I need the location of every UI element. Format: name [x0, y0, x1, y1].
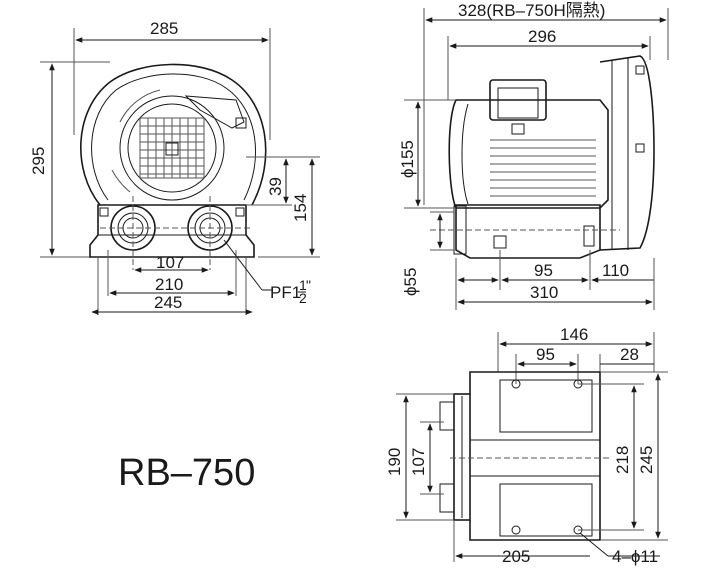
front-view: 285 295	[29, 19, 320, 315]
port-fraction-den: 2	[299, 290, 307, 306]
dim-d55: ϕ55	[401, 268, 420, 296]
dim-d155: ϕ155	[398, 140, 417, 178]
dim-95-base: 95	[536, 345, 555, 364]
dim-328: 328(RB–750H隔熱)	[458, 1, 605, 20]
dim-295: 295	[29, 147, 48, 175]
fan-grille	[139, 117, 205, 179]
dim-95-side: 95	[534, 261, 553, 280]
hole-callout: 4–ϕ11	[612, 547, 658, 566]
dim-190: 190	[385, 448, 404, 476]
dim-154: 154	[291, 194, 310, 222]
dim-245: 245	[154, 293, 182, 312]
dim-285: 285	[150, 19, 178, 38]
port-fraction-num: 1	[299, 277, 307, 293]
dim-107: 107	[156, 253, 184, 272]
dim-28: 28	[620, 345, 639, 364]
dim-310: 310	[530, 283, 558, 302]
dim-146: 146	[560, 325, 588, 344]
port-size-label: PF1	[270, 283, 301, 302]
dim-107-base: 107	[409, 448, 428, 476]
dim-296: 296	[528, 27, 556, 46]
dim-210: 210	[155, 275, 183, 294]
model-label: RB–750	[118, 452, 255, 494]
dim-245-base: 245	[637, 446, 656, 474]
dim-205: 205	[502, 547, 530, 566]
side-view: 328(RB–750H隔熱) 296 ϕ155 ϕ5	[398, 1, 669, 310]
port-inch-mark: "	[306, 277, 311, 293]
dim-110: 110	[602, 261, 629, 280]
dim-218: 218	[613, 446, 632, 474]
base-view: 146 95 28 190 107	[385, 325, 668, 566]
dim-39: 39	[266, 177, 285, 196]
